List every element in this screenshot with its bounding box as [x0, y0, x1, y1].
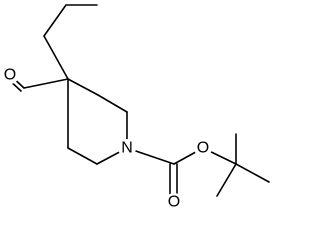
ester-oxygen-background [194, 139, 212, 157]
bond-ring-c3-c2 [97, 94, 128, 113]
bond-tbu-methyl-right [235, 163, 270, 183]
bond-formyl-cc [23, 78, 69, 89]
ring-nitrogen-background [118, 139, 136, 157]
bond-ring-c6-c5 [67, 147, 98, 165]
carbonyl-oxygen-background [165, 193, 183, 211]
aldehyde-oxygen-background [1, 66, 19, 84]
bond-ring-c4-c3 [67, 78, 99, 96]
bond-tbu-methyl-bottom [216, 163, 237, 197]
chemical-structure-diagram: O N O O [1, 4, 270, 211]
bond-propyl-3 [43, 35, 69, 80]
ring-nitrogen-label: N [121, 140, 133, 157]
ester-oxygen-label: O [197, 140, 209, 157]
carbonyl-oxygen-label: O [168, 194, 180, 211]
bond-propyl-2 [43, 4, 67, 37]
aldehyde-oxygen-label: O [4, 67, 16, 84]
